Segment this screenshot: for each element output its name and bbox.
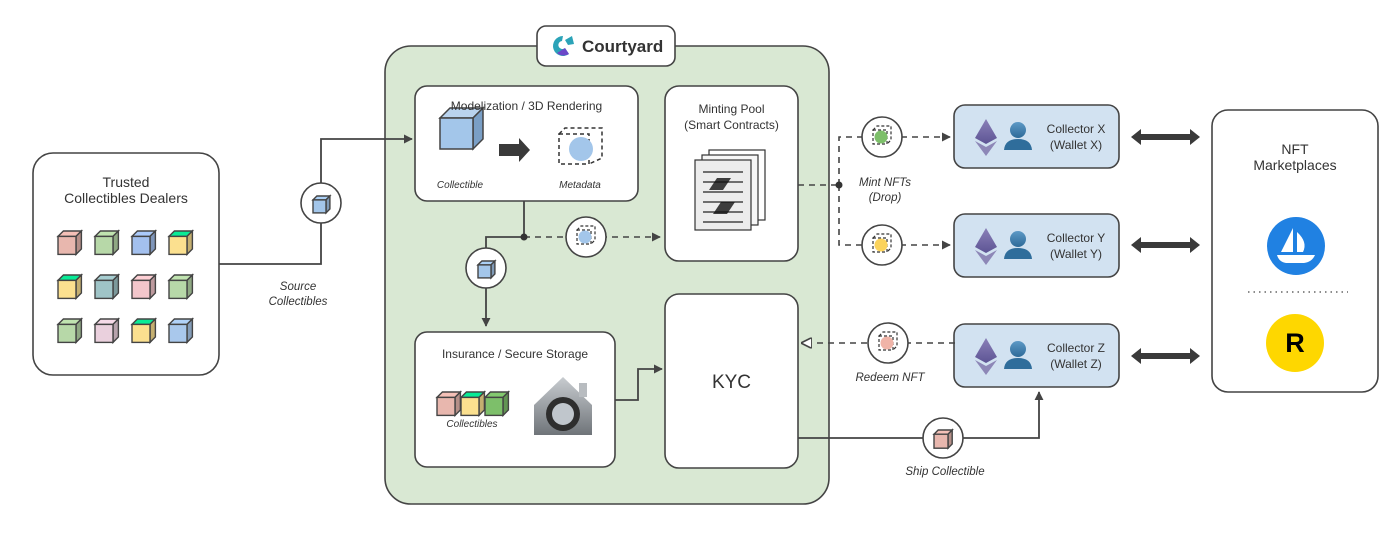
user-avatar-icon (1004, 341, 1032, 369)
user-avatar-icon (1004, 231, 1032, 259)
dealer-cube (167, 229, 195, 257)
junction-dot (520, 233, 528, 241)
source-collectible-token (300, 182, 342, 224)
dealer-cube-grid (56, 229, 195, 345)
dealer-cube (93, 229, 121, 257)
dealer-cube (130, 317, 158, 345)
storage-cubes-icon (435, 390, 511, 418)
edge-mint-to-y (838, 185, 951, 250)
brand-name: Courtyard (582, 37, 663, 56)
collector-label: Collector Y(Wallet Y) (1046, 231, 1106, 261)
collector-label: Collector X(Wallet X) (1046, 122, 1106, 152)
token-cube-icon (311, 194, 332, 215)
nft-token-x (861, 116, 903, 158)
collector-list (953, 104, 1120, 388)
bidirectional-arrow-icon (1131, 348, 1200, 364)
dealer-cube (167, 317, 195, 345)
collectible-cube-icon (438, 106, 485, 151)
storage-collectible-token (465, 247, 507, 289)
dealers-title: Trusted Collectibles Dealers (64, 174, 188, 206)
marketplaces-title: NFT Marketplaces (1253, 141, 1337, 173)
opensea-logo-icon (1267, 217, 1325, 275)
metadata-token (565, 216, 607, 258)
kyc-box (664, 293, 799, 469)
ethereum-icon (975, 338, 997, 375)
edge-storage-to-kyc (615, 364, 663, 401)
collectible-caption: Collectible (436, 180, 484, 191)
storage-title: Insurance / Secure Storage (441, 347, 589, 361)
storage-collectibles-caption: Collectibles (446, 419, 498, 430)
metadata-caption: Metadata (559, 180, 601, 191)
bidirectional-arrow-icon (1131, 237, 1200, 253)
token-cube-icon (476, 259, 497, 280)
ethereum-icon (975, 228, 997, 265)
storage-cube (459, 390, 487, 418)
collector-card (953, 323, 1120, 388)
rarible-logo-glyph: R (1285, 328, 1305, 358)
ethereum-icon (975, 119, 997, 156)
dealer-cube (56, 317, 84, 345)
collector-card (953, 104, 1120, 169)
user-avatar-icon (1004, 122, 1032, 150)
dealer-cube (167, 273, 195, 301)
dealer-cube (130, 229, 158, 257)
transform-arrow-icon (499, 138, 530, 162)
dealer-cube (56, 273, 84, 301)
courtyard-logo-icon (553, 36, 574, 56)
storage-cube (435, 390, 463, 418)
storage-cube (483, 390, 511, 418)
dealer-cube (56, 229, 84, 257)
smart-contract-documents-icon (694, 149, 766, 231)
nft-token-redeem (867, 322, 909, 364)
metadata-icon (558, 127, 603, 165)
mint-nfts-label: Mint NFTs (Drop) (859, 177, 911, 204)
redeem-nft-label: Redeem NFT (855, 372, 925, 384)
edge-kyc-ship (798, 391, 1044, 439)
courtyard-brand-badge (536, 25, 676, 67)
secure-vault-icon (534, 377, 592, 435)
collector-label: Collector Z(Wallet Z) (1046, 341, 1105, 371)
rarible-logo-icon: R (1266, 314, 1324, 372)
nft-token-y (861, 224, 903, 266)
bidirectional-arrow-icon (1131, 129, 1200, 145)
modelization-title: Modelization / 3D Rendering (450, 99, 603, 113)
source-collectibles-label: Source Collectibles (268, 281, 328, 308)
token-cube-icon (932, 428, 954, 450)
edge-mint-to-x (838, 132, 951, 185)
dealer-cube (130, 273, 158, 301)
minting-pool-title: Minting Pool (Smart Contracts) (684, 102, 779, 132)
kyc-title: KYC (711, 372, 752, 393)
dealer-cube (93, 273, 121, 301)
junction-dot (835, 181, 843, 189)
ship-collectible-label: Ship Collectible (905, 466, 985, 478)
dealer-cube (93, 317, 121, 345)
collector-card (953, 213, 1120, 278)
ship-collectible-token (922, 417, 964, 459)
